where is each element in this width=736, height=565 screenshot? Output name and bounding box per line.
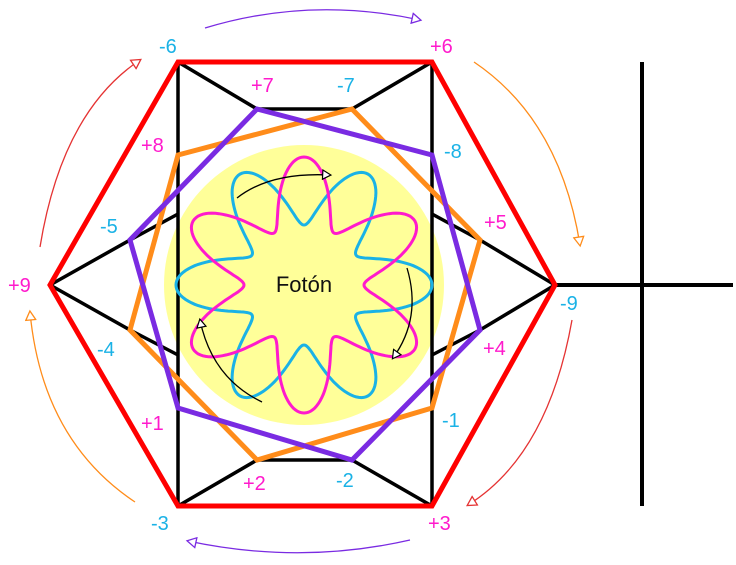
outer-arrow-top <box>205 10 420 28</box>
label-p3: +3 <box>428 513 451 535</box>
label-p4: +4 <box>483 338 506 360</box>
label-p8: +8 <box>141 135 164 157</box>
label-n6: -6 <box>159 36 177 58</box>
label-n5: -5 <box>100 216 118 238</box>
label-n9: -9 <box>560 293 578 315</box>
label-n4: -4 <box>97 339 115 361</box>
label-n7: -7 <box>337 75 355 97</box>
center-label: Fotón <box>276 272 332 297</box>
label-p5: +5 <box>484 212 507 234</box>
label-p6: +6 <box>430 36 453 58</box>
label-n2: -2 <box>336 470 354 492</box>
label-n1: -1 <box>442 410 460 432</box>
label-p7: +7 <box>251 75 274 97</box>
label-p9: +9 <box>8 275 31 297</box>
label-p2: +2 <box>243 473 266 495</box>
label-p1: +1 <box>141 413 164 435</box>
label-n3: -3 <box>151 513 169 535</box>
outer-arrow-bottom <box>188 540 410 553</box>
label-n8: -8 <box>444 141 462 163</box>
